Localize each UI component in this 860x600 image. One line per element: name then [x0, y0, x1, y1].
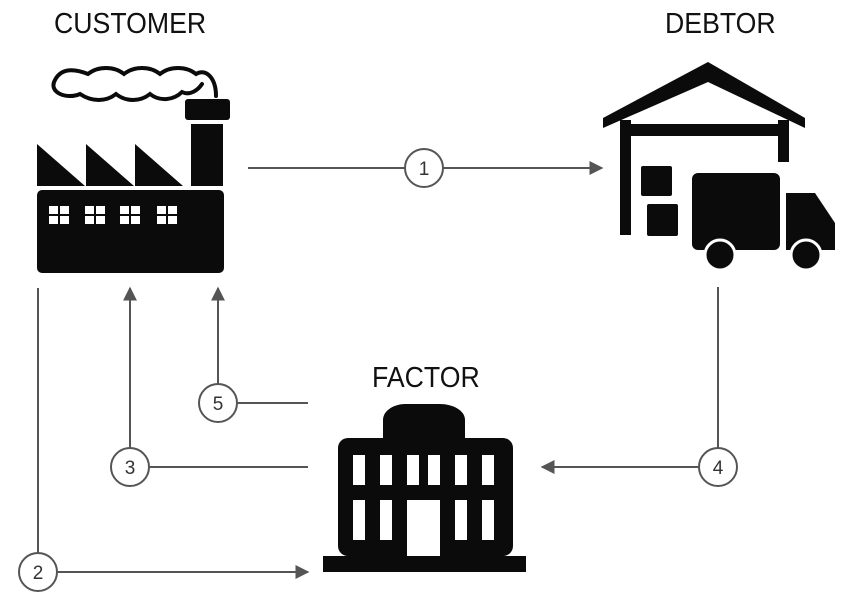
factory-window-1: [49, 206, 69, 224]
svg-text:2: 2: [33, 563, 44, 584]
debtor-label: DEBTOR: [665, 8, 776, 40]
svg-text:5: 5: [213, 394, 224, 415]
customer-label: CUSTOMER: [54, 8, 207, 40]
factory-window-4: [157, 206, 177, 224]
step-badge-2: 2: [18, 552, 58, 592]
warehouse-truck-icon: [603, 62, 835, 272]
factory-icon: [37, 66, 230, 273]
bank-building-icon: [323, 404, 526, 572]
flow-arrow-4: [540, 287, 719, 474]
step-badge-5: 5: [198, 383, 238, 423]
factory-window-2: [85, 206, 105, 224]
svg-text:1: 1: [419, 159, 430, 180]
svg-text:4: 4: [713, 458, 724, 479]
factory-window-3: [120, 206, 140, 224]
factor-label: FACTOR: [372, 362, 480, 394]
flow-arrow-2: [37, 288, 310, 579]
step-badge-3: 3: [110, 447, 150, 487]
step-badge-1: 1: [404, 148, 444, 188]
step-badge-4: 4: [698, 447, 738, 487]
flow-arrow-5: [211, 286, 308, 404]
svg-text:3: 3: [125, 458, 136, 479]
